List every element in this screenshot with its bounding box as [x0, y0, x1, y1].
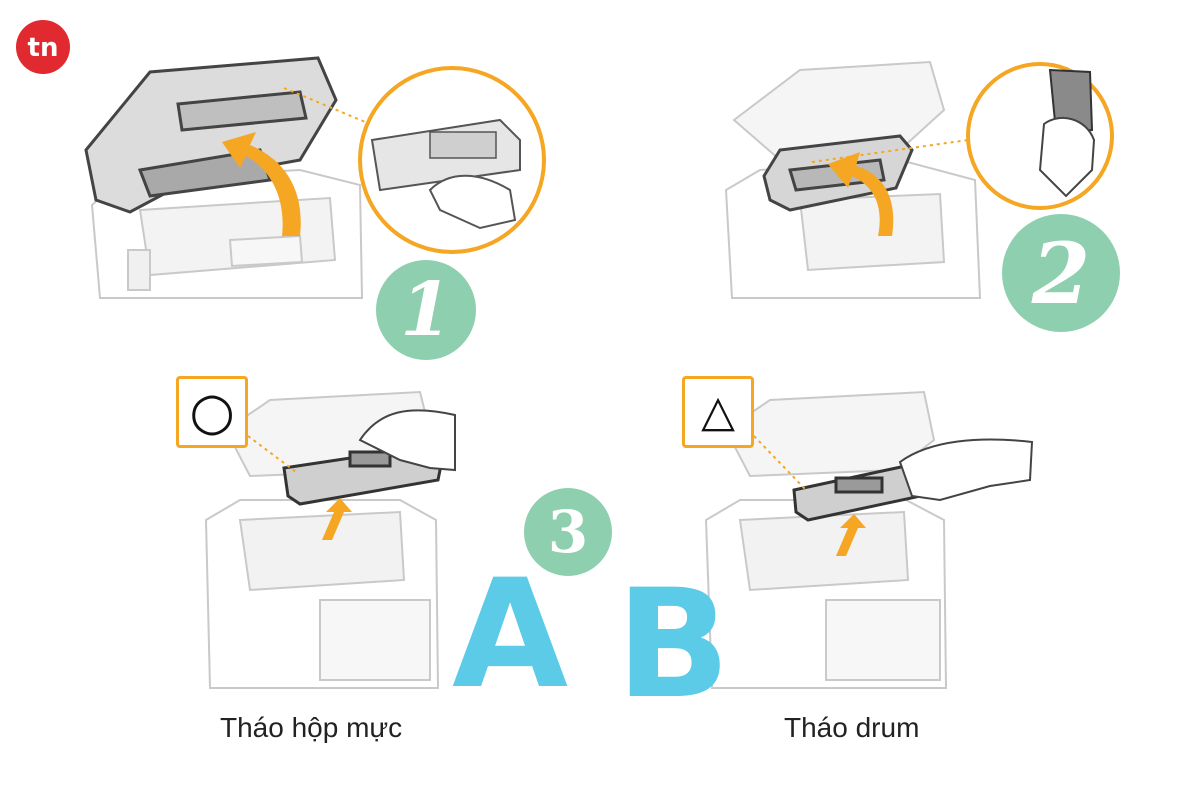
zoom-circle-1 [358, 66, 546, 254]
circle-icon: ○ [189, 382, 235, 442]
step-badge-1: 1 [376, 260, 476, 360]
circle-symbol-box: ○ [176, 376, 248, 448]
option-letter-b: B [616, 558, 731, 732]
option-letter-a: A [452, 548, 569, 722]
caption-option-a: Tháo hộp mực [220, 712, 403, 743]
brand-logo-icon: tn [16, 20, 70, 74]
step-badge-3-label: 3 [547, 498, 589, 566]
symbol-leader-a [247, 435, 297, 473]
pull-arrow-a [322, 498, 352, 540]
zoom-leader-1 [283, 87, 371, 125]
triangle-icon: △ [701, 386, 735, 437]
caption-option-b: Tháo drum [784, 712, 920, 743]
triangle-symbol-box: △ [682, 376, 754, 448]
pull-arrow-b [836, 514, 866, 556]
zoom-leader-2 [811, 139, 969, 163]
lift-arrow-2 [828, 152, 894, 236]
lift-arrow-1 [222, 132, 301, 236]
step-badge-2-label: 2 [1031, 223, 1091, 323]
hand-a [358, 409, 456, 472]
symbol-leader-b [753, 435, 807, 491]
step-badge-2: 2 [1002, 214, 1120, 332]
hand-b [898, 438, 1034, 502]
step-badge-3: 3 [524, 488, 612, 576]
brand-logo-text: tn [28, 33, 59, 63]
printer-option-b [704, 390, 948, 689]
zoom-circle-2 [966, 62, 1114, 210]
step-badge-1-label: 1 [400, 267, 452, 353]
